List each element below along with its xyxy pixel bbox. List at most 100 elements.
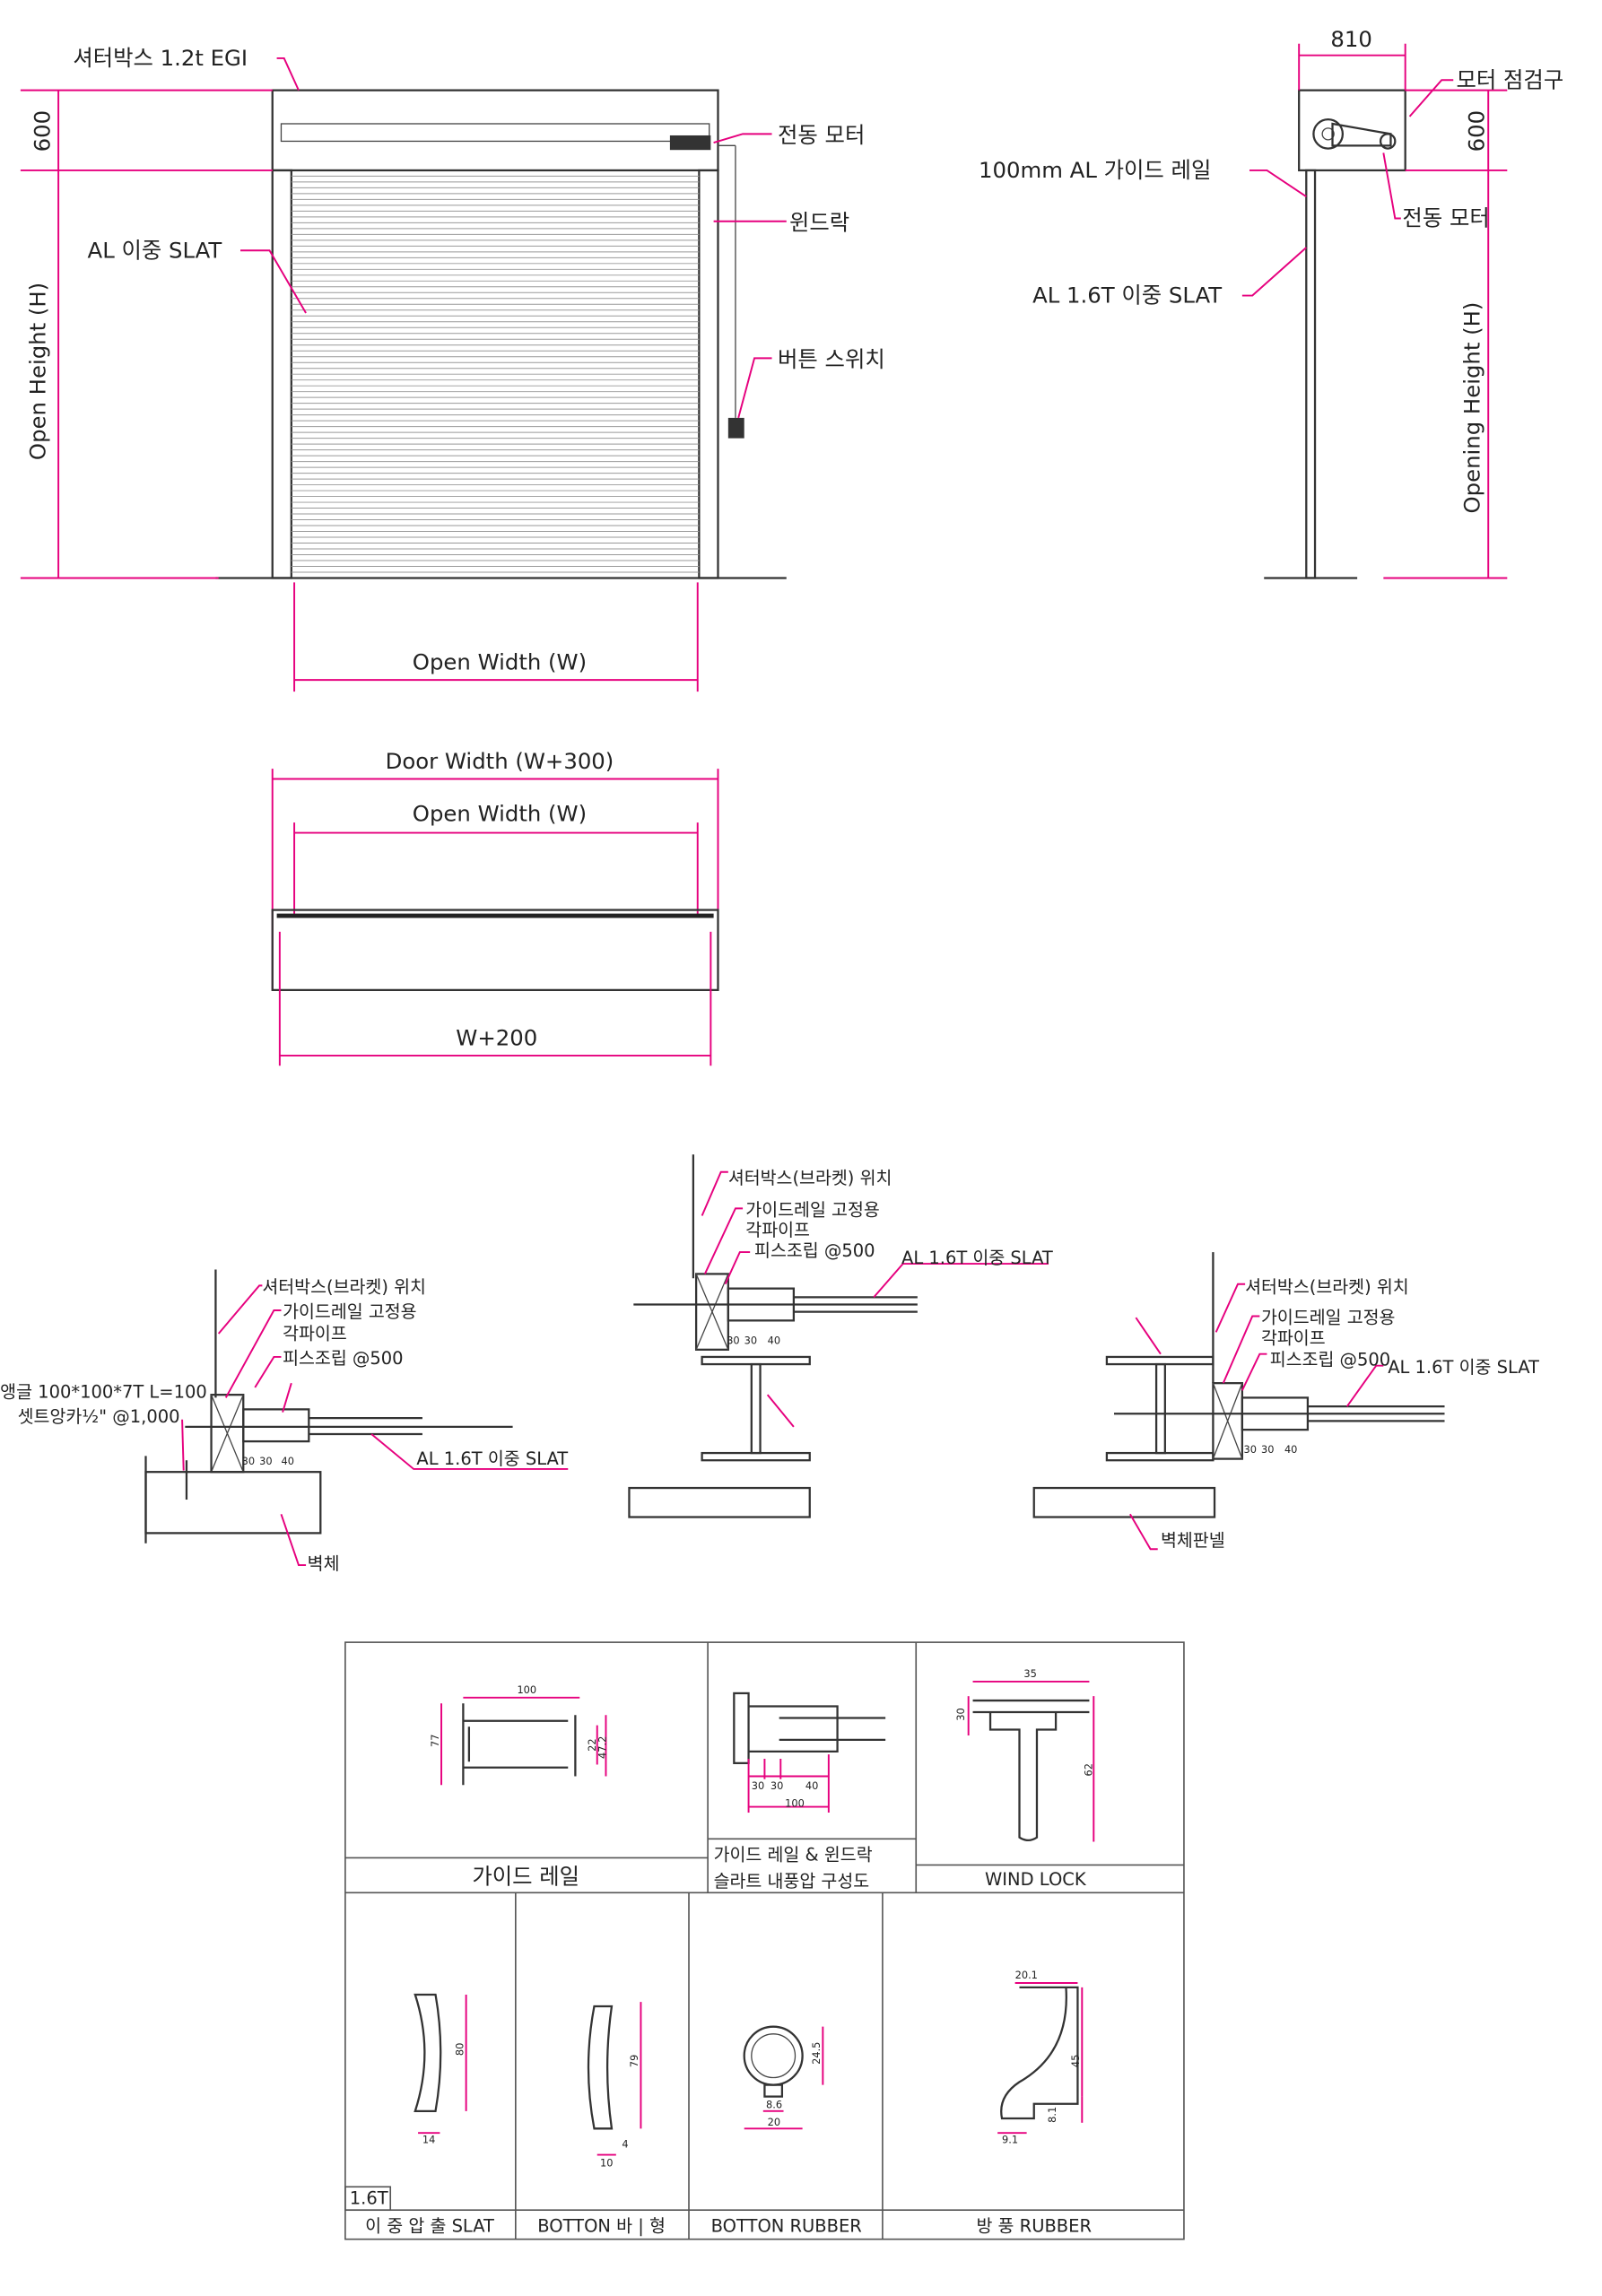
side-box-height-dim: 600 (1463, 110, 1489, 152)
dim-30: 30 (954, 1708, 967, 1720)
detail-panel-wall: 셔터박스(브라켓) 위치 가이드레일 고정용 각파이프 피스조립 @500 AL… (1032, 1252, 1539, 1551)
pipe-label-2: 각파이프 (283, 1323, 347, 1344)
pipe-label-1: 가이드레일 고정용 (283, 1301, 416, 1322)
motor-label: 전동 모터 (778, 122, 865, 148)
open-height-dim: Open Height (H) (24, 283, 50, 460)
dim-30: 30 (1261, 1443, 1274, 1456)
dim-10: 10 (600, 2157, 613, 2170)
slat-caption: 이 중 압 출 SLAT (365, 2216, 494, 2237)
dim-40: 40 (1284, 1443, 1297, 1456)
side-slat-label: AL 1.6T 이중 SLAT (1032, 283, 1222, 309)
guide-rail-profile: 100 77 22 47.2 (429, 1683, 608, 1786)
pipe-label-2: 각파이프 (745, 1220, 810, 1240)
side-shutter-box (1298, 89, 1406, 172)
side-elevation: 810 모터 점검구 600 100mm AL 가이드 레일 전동 모터 AL … (979, 26, 1564, 579)
plan-shutter-box (271, 909, 719, 992)
dim-24-5: 24.5 (810, 2042, 823, 2065)
dim-22: 22 (586, 1738, 598, 1751)
dim-20-1: 20.1 (1015, 1969, 1038, 1981)
dim-8-1: 8.1 (1046, 2107, 1058, 2123)
dim-30: 30 (727, 1334, 739, 1346)
assembly-caption-2: 슬라트 내풍압 구성도 (714, 1871, 870, 1892)
pipe-label-1: 가이드레일 고정용 (1261, 1308, 1395, 1328)
dim-100: 100 (517, 1683, 536, 1696)
dim-40: 40 (805, 1779, 818, 1792)
assembly-caption-1: 가이드 레일 & 윈드락 (714, 1845, 873, 1866)
bottom-bar-profile: 79 4 10 (587, 2002, 642, 2170)
wind-lock-profile: 35 30 62 (954, 1667, 1095, 1842)
anchor-label: 셋트앙카½" @1,000 (18, 1406, 180, 1427)
screw-label: 피스조립 @500 (283, 1348, 403, 1369)
shutter-box (271, 89, 719, 172)
slat-label: AL 1.6T 이중 SLAT (901, 1248, 1053, 1268)
bottom-rubber-caption: BOTTON RUBBER (711, 2216, 862, 2237)
bracket-label: 셔터박스(브라켓) 위치 (262, 1277, 426, 1298)
w200-dim: W+200 (456, 1025, 537, 1051)
dim-35: 35 (1023, 1667, 1036, 1680)
dim-30: 30 (1243, 1443, 1256, 1456)
dim-100: 100 (785, 1797, 805, 1810)
guide-rail-label: 100mm AL 가이드 레일 (979, 157, 1211, 183)
side-guide-rail (1305, 169, 1317, 579)
button-switch-label: 버튼 스위치 (778, 346, 885, 372)
dim-8-6: 8.6 (766, 2099, 782, 2111)
inspection-port-label: 모터 점검구 (1457, 66, 1564, 92)
dim-14: 14 (422, 2134, 435, 2146)
dim-9-1: 9.1 (1002, 2134, 1018, 2146)
slat-profile: 80 14 (414, 1993, 467, 2146)
pipe-label-1: 가이드레일 고정용 (745, 1199, 879, 1220)
wind-rubber-caption: 방 풍 RUBBER (976, 2216, 1092, 2237)
slat-curtain (291, 175, 700, 573)
detail-concrete-wall: 셔터박스(브라켓) 위치 가이드레일 고정용 각파이프 피스조립 @500 앵글… (0, 1269, 568, 1574)
dim-30: 30 (259, 1455, 272, 1467)
dim-30: 30 (744, 1334, 757, 1346)
parts-table: 100 77 22 47.2 가이드 레일 30 30 40 100 가이드 레… (344, 1641, 1185, 2240)
guide-rail-caption: 가이드 레일 (472, 1864, 579, 1890)
right-guide-rail (698, 169, 719, 579)
dim-62: 62 (1083, 1763, 1095, 1776)
bottom-rubber-profile: 24.5 8.6 20 (743, 2025, 824, 2130)
dim-40: 40 (281, 1455, 293, 1467)
button-switch-icon (727, 417, 744, 439)
bottom-bar-caption: BOTTON 바 | 형 (537, 2216, 666, 2237)
wind-lock-label: 윈드락 (789, 209, 849, 235)
side-motor-label: 전동 모터 (1402, 205, 1489, 231)
dim-77: 77 (429, 1735, 441, 1747)
pipe-label-2: 각파이프 (1261, 1327, 1326, 1348)
wind-lock-caption: WIND LOCK (985, 1869, 1087, 1890)
wall-label: 벽체 (308, 1553, 340, 1574)
dim-20: 20 (768, 2116, 780, 2128)
box-width-dim: 810 (1330, 26, 1371, 52)
dim-30: 30 (242, 1455, 255, 1467)
box-height-dim: 600 (29, 110, 55, 152)
drum-icon (1312, 117, 1345, 150)
dim-79: 79 (628, 2055, 640, 2067)
slat-thickness-tag: 1.6T (350, 2188, 388, 2209)
screw-label: 피스조립 @500 (1270, 1350, 1390, 1370)
dim-30: 30 (752, 1779, 764, 1792)
assembly-profile: 30 30 40 100 (733, 1692, 886, 1813)
plan-open-width-dim: Open Width (W) (413, 801, 587, 827)
slat-label: AL 이중 SLAT (88, 237, 222, 263)
left-guide-rail (271, 169, 292, 579)
door-width-dim: Door Width (W+300) (386, 748, 614, 774)
dim-47-2: 47.2 (596, 1736, 608, 1759)
motor-icon (669, 135, 711, 151)
open-width-dim: Open Width (W) (413, 649, 587, 675)
dim-4: 4 (622, 2137, 628, 2150)
opening-height-dim: Opening Height (H) (1458, 302, 1484, 514)
bracket-label: 셔터박스(브라켓) 위치 (1245, 1277, 1409, 1298)
plan-view: Door Width (W+300) Open Width (W) W+200 (271, 748, 719, 1066)
shutter-box-label: 셔터박스 1.2t EGI (73, 45, 248, 71)
bracket-label: 셔터박스(브라켓) 위치 (728, 1168, 892, 1188)
wall-label: 벽체판넬 (1161, 1530, 1225, 1551)
wind-rubber-profile: 20.1 45 8.1 9.1 (997, 1969, 1084, 2146)
screw-label: 피스조립 @500 (754, 1240, 875, 1261)
dim-45: 45 (1069, 2055, 1082, 2067)
dim-30: 30 (771, 1779, 783, 1792)
front-elevation: 셔터박스 1.2t EGI 600 Open Height (H) 전동 모터 … (20, 45, 885, 692)
angle-label: 앵글 100*100*7T L=100 (0, 1381, 207, 1402)
dim-40: 40 (768, 1334, 780, 1346)
slat-label: AL 1.6T 이중 SLAT (1388, 1357, 1539, 1378)
